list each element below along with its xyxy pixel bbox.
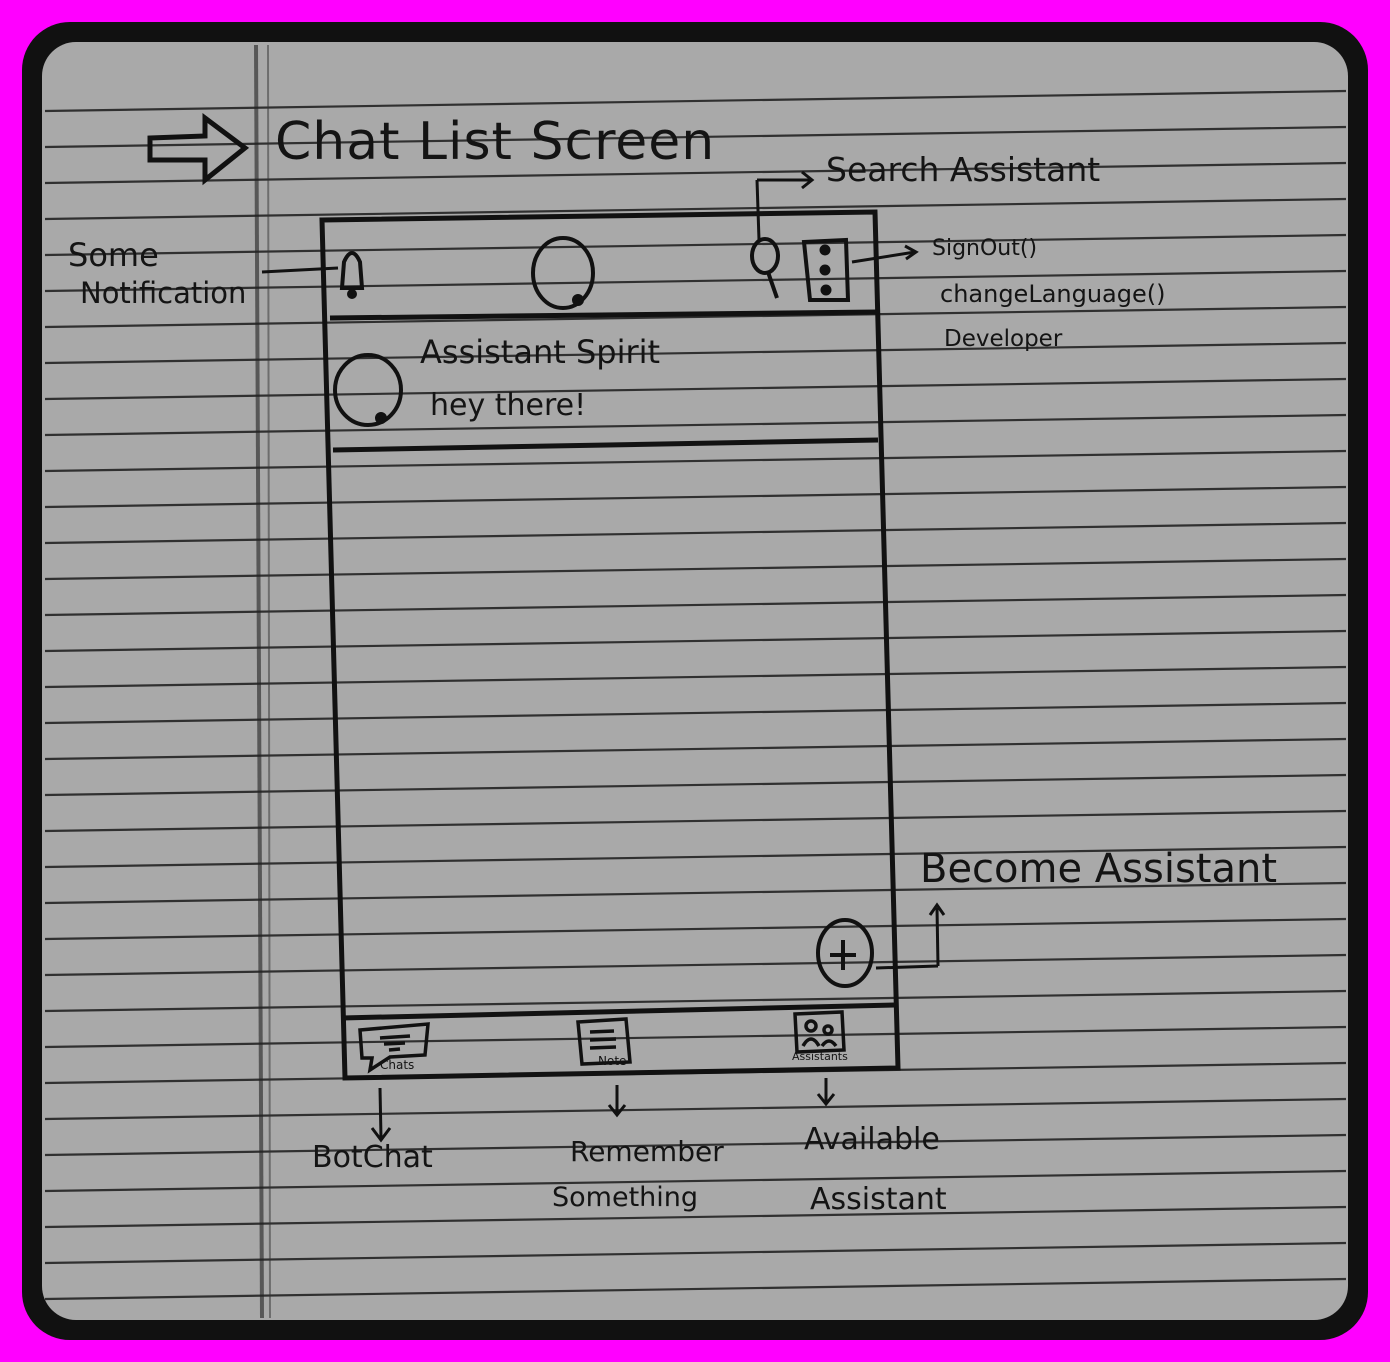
ruled-line	[44, 1277, 1347, 1301]
ruled-line	[44, 593, 1347, 617]
chat-item-divider	[332, 437, 879, 453]
ruled-line	[44, 521, 1347, 545]
ruled-line	[44, 701, 1347, 725]
add-assistant-fab[interactable]	[816, 918, 874, 988]
more-vert-icon[interactable]	[801, 237, 851, 302]
note-annotation-line2: Something	[552, 1182, 699, 1213]
tab-assistants-label[interactable]: Assistants	[792, 1050, 848, 1063]
ruled-line	[44, 1097, 1347, 1121]
ruled-line	[44, 233, 1347, 257]
ruled-line	[44, 161, 1347, 185]
notification-annotation-line1: Some	[68, 236, 159, 274]
phone-frame	[319, 209, 901, 1081]
ruled-line	[44, 449, 1347, 473]
menu-annotation-developer: Developer	[944, 326, 1063, 352]
app-logo-icon	[531, 236, 595, 310]
ruled-line	[44, 1241, 1347, 1265]
ruled-line	[44, 665, 1347, 689]
bottom-nav-divider	[341, 1002, 896, 1021]
search-icon[interactable]	[750, 237, 780, 299]
chat-avatar-icon[interactable]	[333, 353, 403, 427]
menu-annotation-signout: SignOut()	[932, 236, 1038, 261]
ruled-line	[44, 737, 1347, 761]
chat-item-message[interactable]: hey there!	[430, 388, 587, 423]
botchat-annotation: BotChat	[312, 1140, 433, 1175]
note-icon[interactable]	[576, 1017, 632, 1066]
assistants-annotation-line1: Available	[804, 1122, 940, 1157]
fab-annotation: Become Assistant	[920, 846, 1278, 892]
contacts-icon[interactable]	[793, 1010, 846, 1054]
ruled-line	[44, 305, 1347, 329]
notification-annotation-line2: Notification	[80, 276, 247, 310]
ruled-line	[44, 629, 1347, 653]
assistants-annotation-line2: Assistant	[810, 1182, 947, 1217]
note-annotation-line1: Remember	[570, 1135, 724, 1168]
ruled-line	[44, 485, 1347, 509]
ruled-line	[44, 809, 1347, 833]
appbar-divider	[329, 309, 879, 321]
ruled-line	[44, 1025, 1347, 1049]
title-arrow-icon	[147, 113, 250, 186]
ruled-line	[44, 341, 1347, 365]
ruled-line	[44, 413, 1347, 437]
ruled-line	[44, 917, 1347, 941]
page-title: Chat List Screen	[275, 112, 716, 172]
menu-annotation-language: changeLanguage()	[940, 280, 1166, 308]
ruled-line	[44, 377, 1347, 401]
ruled-line	[44, 125, 1347, 149]
ruled-line	[44, 773, 1347, 797]
ruled-line	[44, 197, 1347, 221]
notification-bell-icon[interactable]	[339, 251, 365, 299]
chat-item-name[interactable]: Assistant Spirit	[420, 333, 661, 371]
search-annotation: Search Assistant	[826, 150, 1101, 189]
chat-icon[interactable]	[358, 1022, 430, 1074]
ruled-line	[44, 953, 1347, 977]
ruled-line	[44, 269, 1347, 293]
tab-note-label[interactable]: Note	[598, 1054, 627, 1068]
ruled-line	[44, 557, 1347, 581]
tab-chats-label[interactable]: Chats	[380, 1058, 415, 1072]
ruled-line	[44, 89, 1347, 113]
